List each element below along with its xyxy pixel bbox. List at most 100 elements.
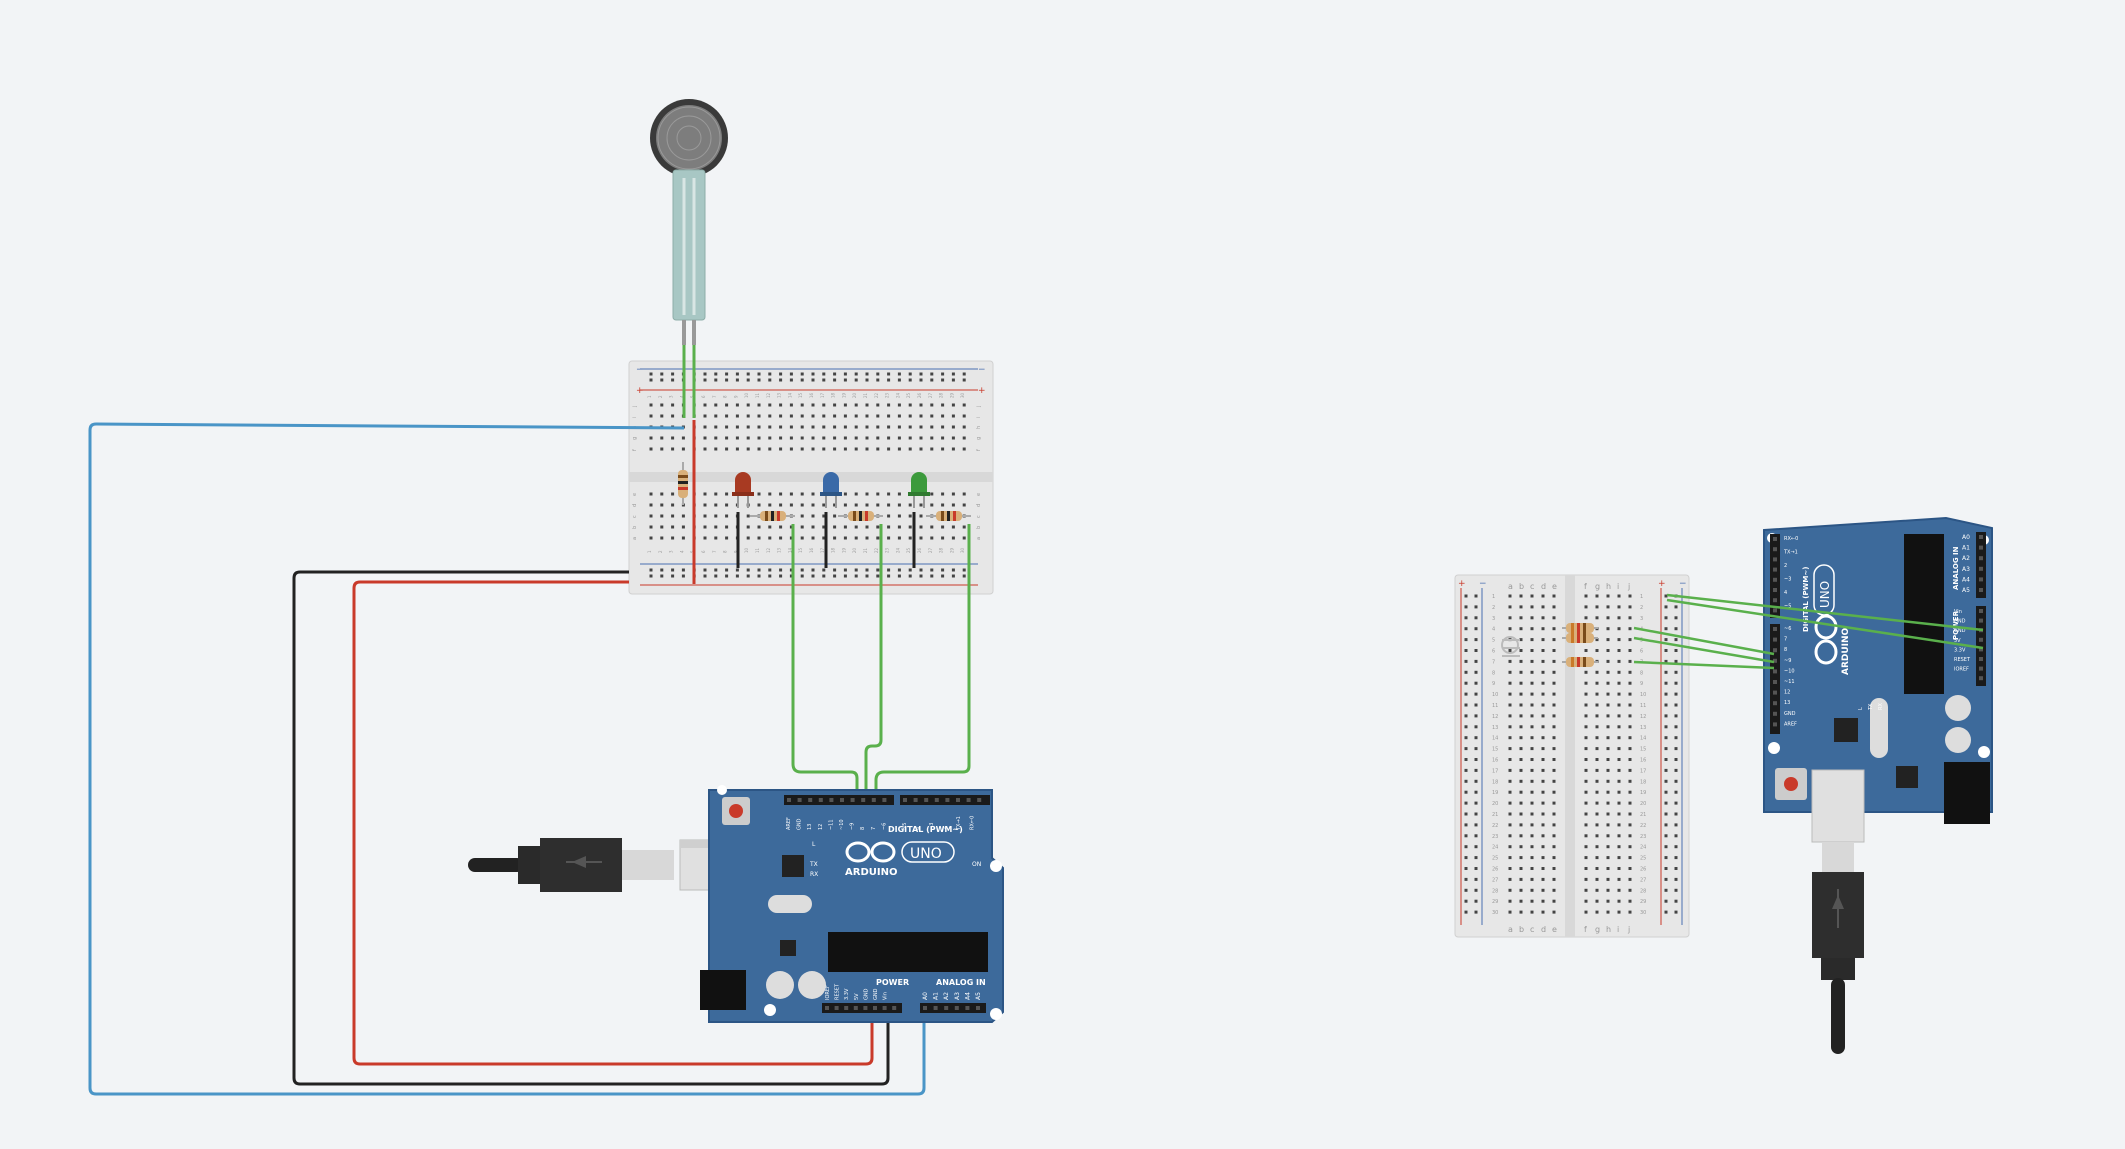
breadboard-hole[interactable] — [1628, 910, 1632, 914]
breadboard-hole[interactable] — [1606, 801, 1610, 805]
rail-hole[interactable] — [1674, 703, 1678, 707]
rail-hole[interactable] — [1674, 812, 1678, 816]
breadboard-hole[interactable] — [908, 447, 912, 451]
rail-hole[interactable] — [865, 378, 869, 382]
breadboard-hole[interactable] — [1595, 877, 1599, 881]
breadboard-hole[interactable] — [1584, 703, 1588, 707]
breadboard-hole[interactable] — [1552, 747, 1556, 751]
breadboard-hole[interactable] — [887, 503, 891, 507]
breadboard-hole[interactable] — [887, 447, 891, 451]
rail-hole[interactable] — [746, 574, 750, 578]
breadboard-hole[interactable] — [951, 436, 955, 440]
breadboard-hole[interactable] — [1606, 768, 1610, 772]
rail-hole[interactable] — [887, 372, 891, 376]
breadboard-hole[interactable] — [1628, 758, 1632, 761]
breadboard-hole[interactable] — [1584, 899, 1588, 903]
breadboard-hole[interactable] — [1508, 714, 1512, 718]
breadboard-hole[interactable] — [757, 447, 761, 451]
breadboard-hole[interactable] — [1519, 823, 1523, 827]
rail-hole[interactable] — [1474, 659, 1478, 663]
rail-hole[interactable] — [865, 568, 869, 572]
header-pin[interactable] — [1773, 547, 1777, 552]
breadboard-hole[interactable] — [843, 425, 847, 429]
breadboard-hole[interactable] — [1541, 627, 1545, 631]
breadboard-hole[interactable] — [1519, 801, 1523, 805]
breadboard-hole[interactable] — [1530, 638, 1534, 642]
breadboard-hole[interactable] — [1617, 812, 1621, 816]
breadboard-hole[interactable] — [1606, 681, 1610, 685]
header-pin[interactable] — [913, 798, 918, 802]
rail-hole[interactable] — [1474, 681, 1478, 685]
breadboard-hole[interactable] — [703, 447, 707, 451]
header-pin[interactable] — [797, 798, 802, 802]
rail-hole[interactable] — [703, 574, 707, 578]
rail-hole[interactable] — [649, 378, 653, 382]
breadboard-hole[interactable] — [1541, 736, 1545, 740]
breadboard-hole[interactable] — [1584, 812, 1588, 816]
header-pin[interactable] — [818, 798, 823, 802]
breadboard-hole[interactable] — [811, 492, 815, 496]
header-pin[interactable] — [1979, 566, 1983, 571]
breadboard-hole[interactable] — [1530, 845, 1534, 849]
breadboard-hole[interactable] — [746, 425, 750, 429]
breadboard-hole[interactable] — [1519, 649, 1523, 652]
breadboard-hole[interactable] — [1617, 638, 1621, 642]
header-pin[interactable] — [1773, 711, 1777, 716]
breadboard-hole[interactable] — [811, 514, 815, 518]
breadboard-hole[interactable] — [714, 447, 718, 451]
breadboard-hole[interactable] — [1519, 845, 1523, 849]
breadboard-hole[interactable] — [725, 503, 729, 507]
breadboard-hole[interactable] — [897, 403, 901, 407]
header-pin[interactable] — [1773, 680, 1777, 684]
breadboard-hole[interactable] — [1530, 867, 1534, 870]
rail-hole[interactable] — [671, 378, 675, 382]
header-pin[interactable] — [945, 798, 950, 802]
rail-hole[interactable] — [1464, 888, 1468, 892]
rail-hole[interactable] — [854, 568, 858, 572]
breadboard-hole[interactable] — [1606, 758, 1610, 761]
rail-hole[interactable] — [1664, 856, 1668, 860]
breadboard-hole[interactable] — [1508, 834, 1512, 838]
breadboard-top[interactable]: 1122334455667788991010111112121313141415… — [628, 360, 994, 595]
rail-hole[interactable] — [671, 568, 675, 572]
force-sensor-icon[interactable] — [650, 99, 728, 345]
rail-hole[interactable] — [703, 378, 707, 382]
breadboard-hole[interactable] — [887, 536, 891, 540]
rail-hole[interactable] — [897, 378, 901, 382]
breadboard-hole[interactable] — [681, 514, 685, 518]
breadboard-hole[interactable] — [1584, 877, 1588, 881]
header-pin[interactable] — [934, 798, 939, 802]
rail-hole[interactable] — [1474, 877, 1478, 881]
breadboard-hole[interactable] — [1606, 877, 1610, 881]
breadboard-hole[interactable] — [1595, 670, 1599, 674]
breadboard-hole[interactable] — [1508, 845, 1512, 849]
breadboard-hole[interactable] — [1530, 659, 1534, 663]
rail-hole[interactable] — [1464, 681, 1468, 685]
breadboard-hole[interactable] — [757, 414, 761, 418]
breadboard-hole[interactable] — [1541, 790, 1545, 794]
breadboard-hole[interactable] — [908, 436, 912, 440]
breadboard-hole[interactable] — [746, 447, 750, 451]
breadboard-hole[interactable] — [1530, 823, 1534, 827]
breadboard-hole[interactable] — [941, 403, 945, 407]
rail-hole[interactable] — [1474, 714, 1478, 718]
breadboard-hole[interactable] — [919, 525, 923, 529]
breadboard-hole[interactable] — [887, 414, 891, 418]
breadboard-hole[interactable] — [1552, 856, 1556, 860]
breadboard-hole[interactable] — [941, 503, 945, 507]
breadboard-hole[interactable] — [1628, 638, 1632, 642]
rail-hole[interactable] — [1674, 834, 1678, 838]
breadboard-hole[interactable] — [735, 436, 739, 440]
breadboard-hole[interactable] — [897, 492, 901, 496]
rail-hole[interactable] — [735, 568, 739, 572]
breadboard-hole[interactable] — [1606, 856, 1610, 860]
breadboard-hole[interactable] — [962, 525, 966, 529]
breadboard-hole[interactable] — [1617, 823, 1621, 827]
breadboard-hole[interactable] — [941, 525, 945, 529]
breadboard-hole[interactable] — [865, 525, 869, 529]
breadboard-hole[interactable] — [1519, 714, 1523, 718]
breadboard-hole[interactable] — [822, 503, 826, 507]
rail-hole[interactable] — [876, 378, 880, 382]
breadboard-hole[interactable] — [1595, 638, 1599, 642]
breadboard-hole[interactable] — [1541, 899, 1545, 903]
